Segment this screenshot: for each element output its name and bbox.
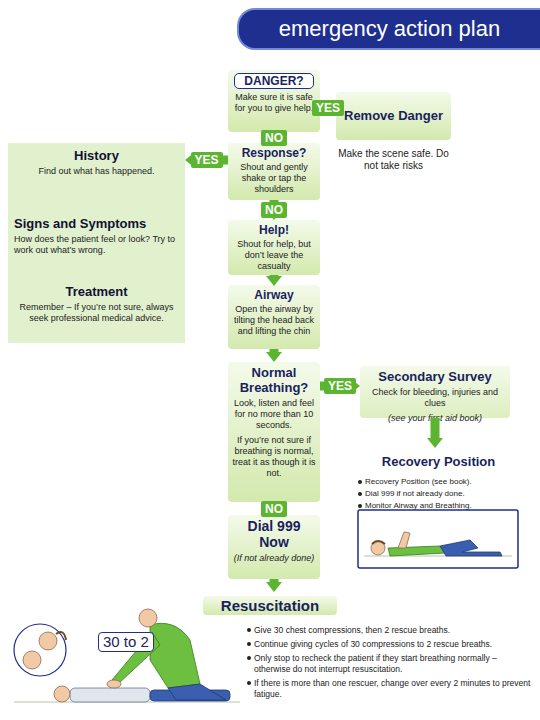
flow-arrow: [195, 156, 228, 165]
node-text: (see your first aid book): [365, 413, 505, 424]
node-heading: Signs and Symptoms: [14, 216, 179, 231]
rescuer-hands: [107, 680, 121, 688]
resuscitation-illustration: [14, 609, 240, 702]
inset-hair: [56, 632, 66, 640]
node-heading: Normal Breathing?: [232, 365, 316, 395]
node-text: Make sure it is safe for you to give hel…: [232, 92, 316, 114]
step-box: AirwayOpen the airway by tilting the hea…: [228, 285, 320, 349]
node-text: Find out what has happened.: [14, 166, 179, 177]
rescuer-arm: [112, 632, 160, 684]
patient-torso: [70, 688, 150, 702]
decision-box: Response? Shout and gently shake or tap t…: [228, 143, 320, 200]
edge-label: NO: [261, 501, 287, 517]
flow-arrow: [270, 502, 279, 505]
edge-label: NO: [261, 130, 287, 146]
patient-legs: [150, 690, 230, 701]
inset-patient-head: [23, 651, 41, 669]
flow-arrow: [270, 579, 279, 582]
inset-circle: [14, 624, 66, 676]
patient-head: [54, 686, 70, 702]
node-text: Look, listen and feel for no more than 1…: [232, 398, 316, 431]
node-text: Check for bleeding, injuries and clues: [365, 387, 505, 409]
node-text: If there is more than one rescuer, chang…: [245, 678, 535, 700]
info-panel: HistoryFind out what has happened.: [8, 143, 185, 211]
floor-line: [14, 702, 240, 703]
node-text: Shout and gently shake or tap the should…: [232, 162, 316, 195]
inset-rescuer-head: [39, 632, 57, 650]
node-text: How does the patient feel or look? Try t…: [14, 234, 179, 256]
head-shape: [371, 541, 385, 555]
action-box: Remove DangerMake the scene safe. Do not…: [336, 92, 451, 188]
node-text: (If not already done): [232, 553, 316, 564]
edge-label: YES: [190, 152, 222, 168]
node-heading: Dial 999 Now: [232, 518, 316, 550]
flow-arrow: [431, 418, 440, 438]
recovery-illustration: [358, 510, 518, 568]
flow-arrow: [320, 104, 326, 113]
node-heading: History: [14, 148, 179, 163]
node-heading: Help!: [232, 223, 316, 237]
flow-arrow: [320, 382, 350, 391]
node-text: Dial 999 if not already done.: [356, 489, 521, 499]
hair-shape: [372, 541, 385, 544]
node-text: Shout for help, but don’t leave the casu…: [232, 239, 316, 272]
action-panel: ResuscitationGive 30 chest compressions,…: [0, 592, 540, 720]
ratio-label: 30 to 2: [98, 632, 154, 652]
node-heading: DANGER?: [234, 73, 314, 89]
rescuer-torso: [150, 623, 200, 688]
arm-shape: [398, 532, 410, 548]
node-text: Give 30 chest compressions, then 2 rescu…: [245, 625, 535, 636]
action-panel: Recovery PositionRecovery Position (see …: [356, 448, 521, 570]
step-box: Help! Shout for help, but don’t leave the…: [228, 220, 320, 275]
node-heading: Response?: [232, 146, 316, 160]
title-tab: emergency action plan: [237, 8, 540, 50]
edge-label: NO: [261, 202, 287, 218]
node-text: Only stop to recheck the patient if they…: [245, 653, 535, 675]
floor-line: [364, 556, 512, 557]
flow-arrow: [270, 132, 279, 133]
node-heading: Resuscitation: [203, 596, 337, 615]
node-text: Make the scene safe. Do not take risks: [336, 148, 451, 172]
edge-label: YES: [324, 378, 356, 394]
node-heading: Recovery Position: [356, 454, 521, 469]
decision-box: Normal Breathing?Look, listen and feel f…: [228, 362, 320, 502]
node-text: Recovery Position (see book).: [356, 477, 521, 487]
node-text: Monitor Airway and Breathing.: [356, 501, 521, 511]
node-heading: Remove Danger: [336, 92, 451, 140]
node-text: If you’re not sure if breathing is norma…: [232, 435, 316, 479]
node-text: Continue giving cycles of 30 compression…: [245, 639, 535, 650]
edge-label: YES: [312, 100, 344, 116]
info-panel: TreatmentRemember – If you’re not sure, …: [8, 279, 185, 343]
decision-box: DANGER? Make sure it is safe for you to g…: [228, 70, 320, 132]
node-text: Remember – If you’re not sure, always se…: [14, 302, 179, 324]
node-text: Open the airway by tilting the head back…: [232, 304, 316, 337]
node-heading: Secondary Survey: [365, 369, 505, 384]
step-box: Dial 999 Now (If not already done): [228, 515, 320, 579]
node-heading: Airway: [232, 288, 316, 302]
flow-arrow: [270, 275, 279, 276]
flow-arrow: [270, 200, 279, 210]
action-box: Secondary SurveyCheck for bleeding, inju…: [360, 366, 510, 418]
illustration-frame: [358, 510, 518, 568]
rescuer-legs: [168, 684, 226, 700]
legs-shape: [440, 540, 502, 556]
flow-arrow: [270, 349, 279, 352]
info-panel: Signs and SymptomsHow does the patient f…: [8, 211, 185, 279]
node-heading: Treatment: [14, 284, 179, 299]
torso-shape: [388, 546, 446, 556]
rescuer-head: [139, 609, 157, 627]
